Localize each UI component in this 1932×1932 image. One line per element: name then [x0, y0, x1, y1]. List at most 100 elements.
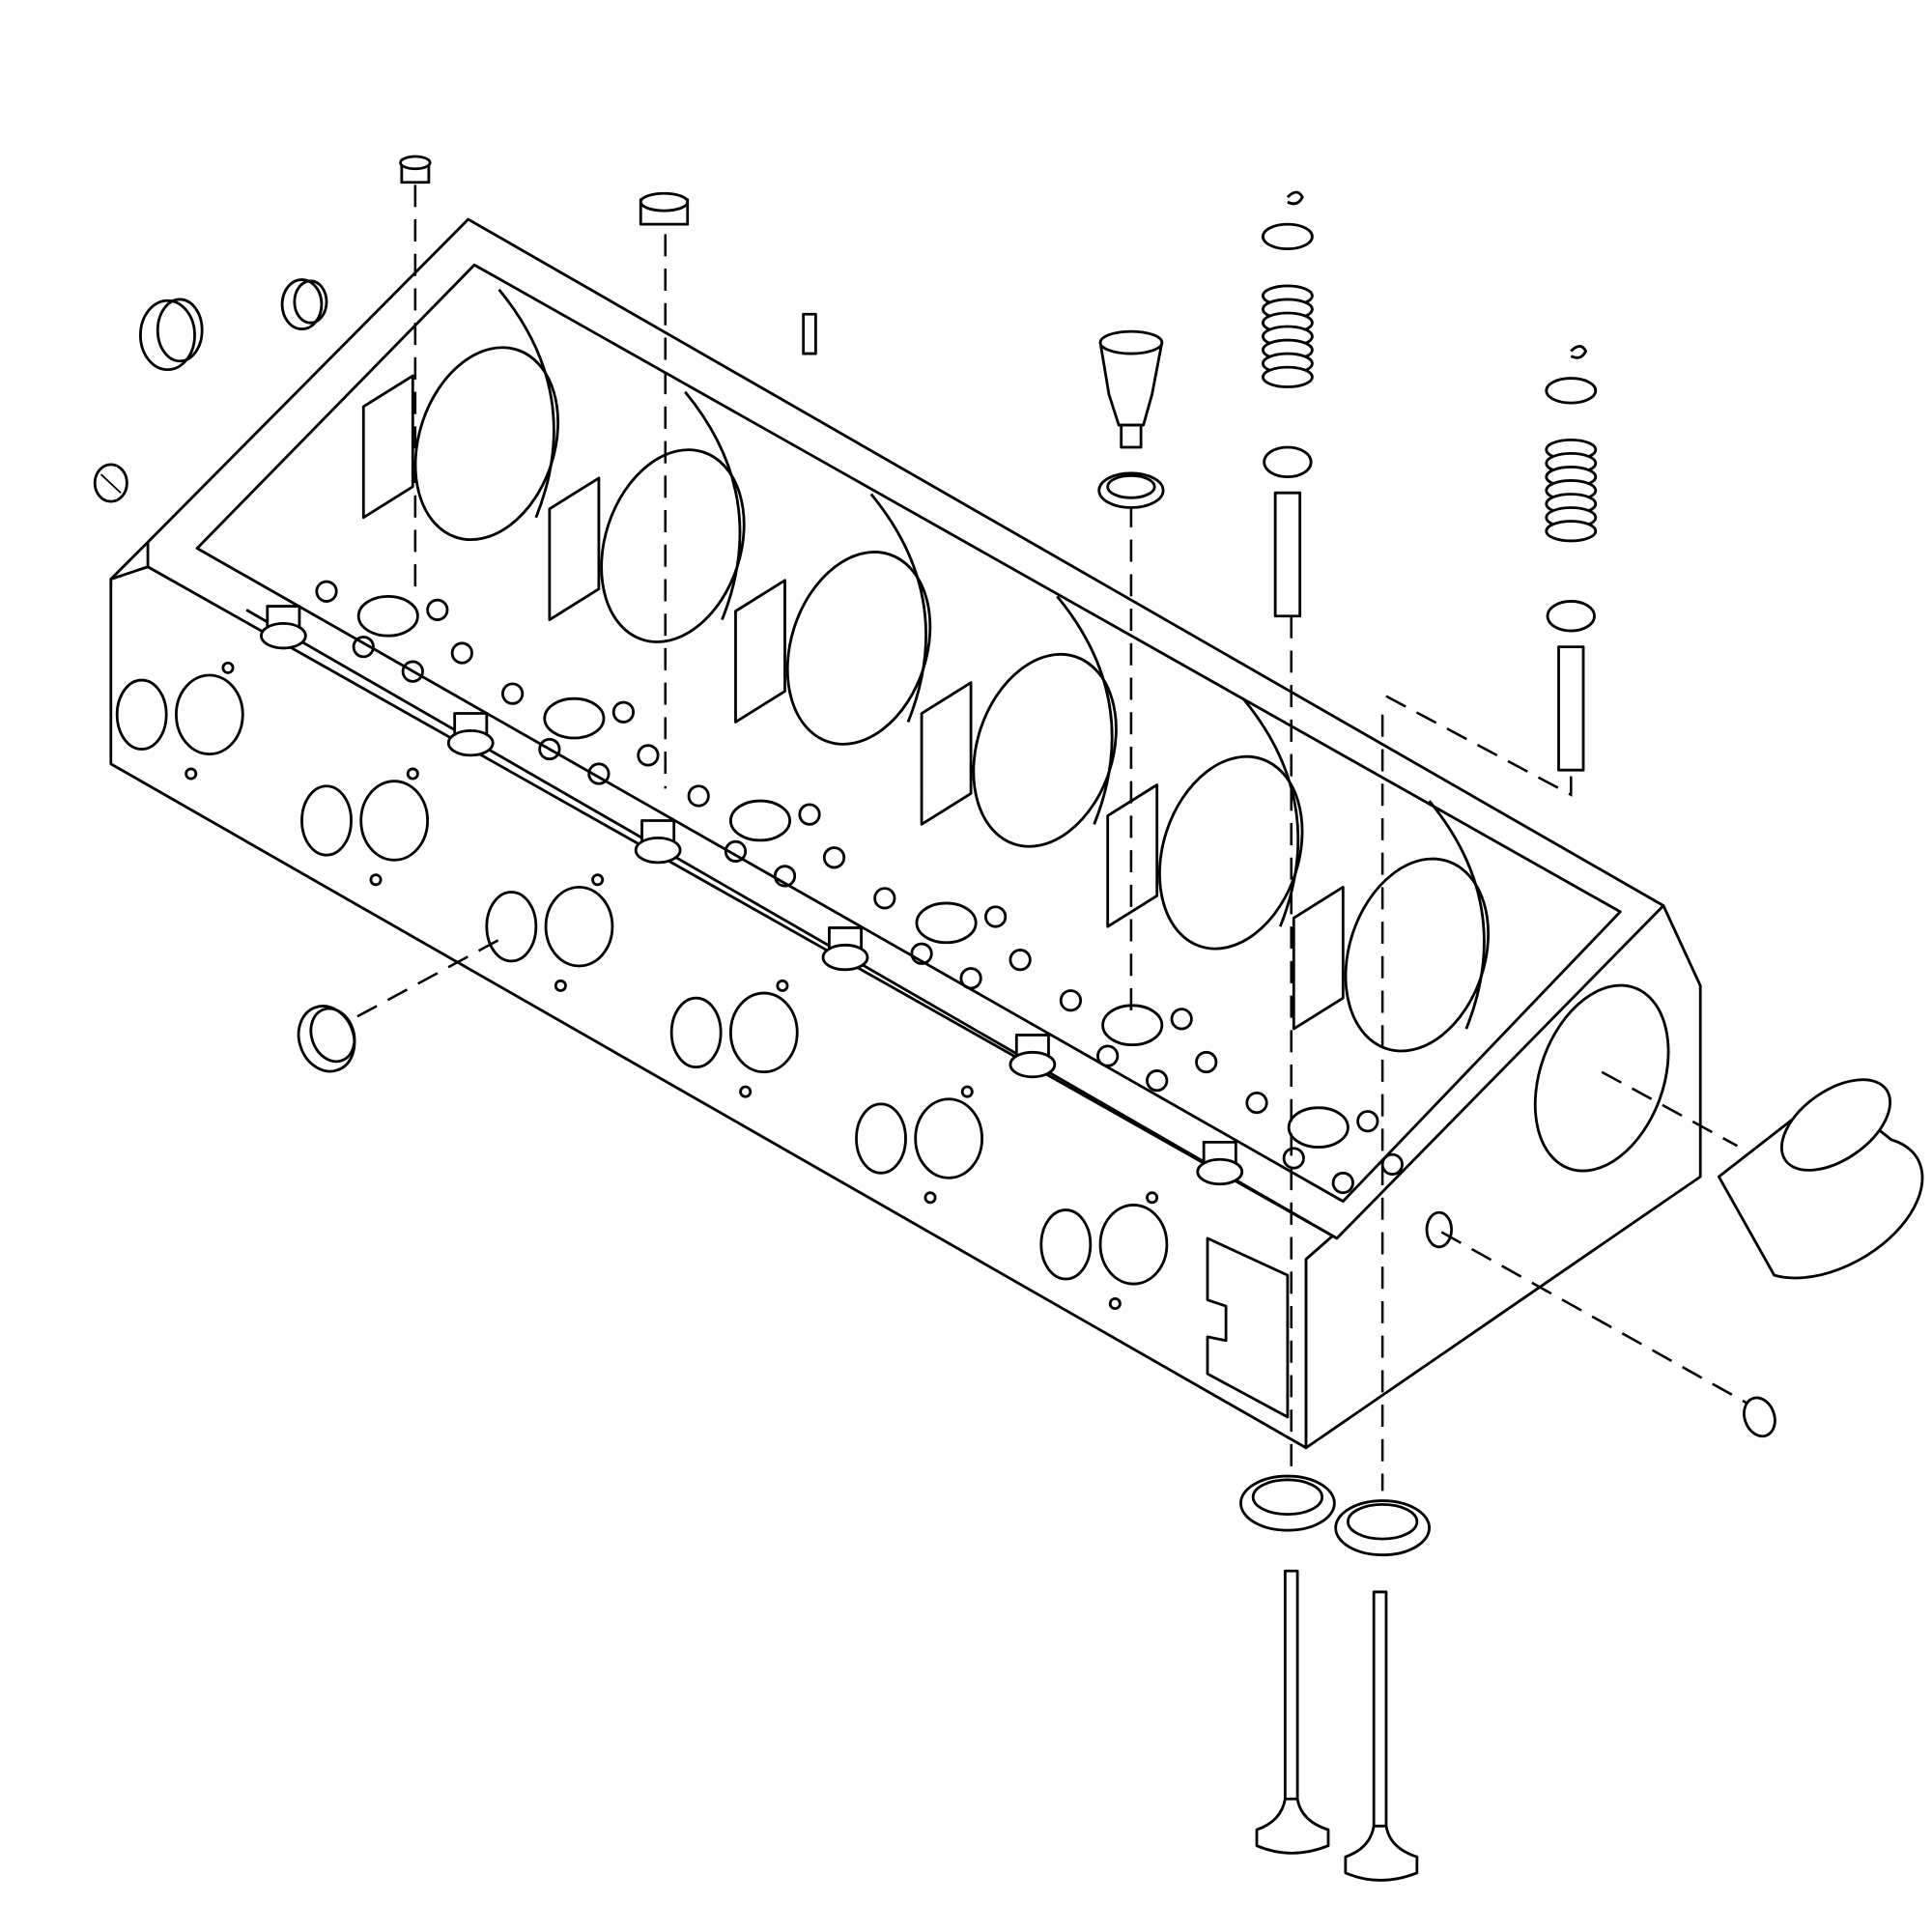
bolt-hole	[1282, 1147, 1305, 1170]
bolt-hole	[1356, 1110, 1379, 1133]
face-port	[669, 996, 723, 1068]
bolt-hole	[773, 865, 797, 888]
cylinder-head-block	[109, 217, 1702, 1450]
injector-sleeve	[1098, 329, 1164, 449]
injector-bore	[1287, 1106, 1350, 1149]
end-face-port	[1425, 1210, 1453, 1249]
bolt-hole	[501, 682, 525, 705]
bolt-hole	[315, 580, 338, 603]
face-bolt-hole	[776, 979, 789, 992]
valve-rotator	[1263, 445, 1313, 479]
bolt-hole	[873, 887, 896, 910]
bore-rib	[869, 493, 927, 723]
face-bolt-hole	[739, 1085, 753, 1098]
dowel-pin	[802, 312, 817, 355]
plug-cup	[280, 278, 328, 330]
bolt-hole	[1195, 1050, 1218, 1074]
face-port	[485, 891, 538, 963]
block-ledge-line	[245, 609, 1338, 1240]
valve-seat-ring	[1239, 1474, 1336, 1532]
guide-line	[1440, 1231, 1750, 1406]
bore-rib	[1428, 800, 1486, 1030]
plug-cup	[139, 298, 204, 372]
face-bolt-hole	[591, 873, 605, 887]
face-port	[1098, 1204, 1169, 1286]
water-jacket-cover	[1206, 1236, 1290, 1419]
exhaust-valve	[1255, 1569, 1330, 1855]
bolt-hole	[798, 803, 821, 826]
spring-coil	[1261, 365, 1314, 388]
cylinder-bay	[687, 493, 932, 888]
boss-hole	[1196, 1157, 1244, 1186]
bolt-hole	[637, 744, 660, 767]
bolt-hole	[352, 636, 375, 659]
rocker-pedestal	[920, 681, 973, 826]
valve-rotator	[1546, 600, 1596, 633]
rocker-pedestal	[548, 476, 601, 621]
face-bolt-hole	[221, 661, 235, 674]
bolt-hole	[1059, 989, 1083, 1012]
valve-keeper	[1570, 345, 1587, 359]
boss-hole	[634, 836, 682, 865]
bolt-hole	[1096, 1044, 1120, 1067]
face-bolt-hole	[369, 873, 383, 887]
boss-hole	[446, 728, 495, 757]
bore-rib	[1056, 595, 1114, 825]
face-port	[544, 885, 614, 968]
face-port	[359, 780, 430, 862]
guide-line	[1385, 695, 1573, 797]
bolt-hole	[910, 942, 933, 965]
boss-hole	[260, 622, 307, 650]
bolt-hole	[1245, 1091, 1268, 1115]
exploded-parts	[93, 155, 1924, 1882]
bolt-hole	[1146, 1069, 1169, 1093]
bolt-hole	[1170, 1008, 1193, 1031]
spring-coil	[1545, 520, 1598, 543]
bolt-hole	[724, 839, 748, 863]
small-sleeve	[399, 155, 432, 185]
bolt-hole	[687, 784, 710, 808]
spring-retainer	[1545, 377, 1598, 405]
boss-hole	[821, 943, 869, 972]
cylinder-bay	[873, 595, 1118, 990]
end-face-bore	[1533, 983, 1670, 1173]
injector-bore	[915, 901, 978, 945]
valve-keeper	[1286, 190, 1304, 206]
o-ring	[1097, 471, 1165, 509]
face-bolt-hole	[185, 767, 198, 781]
face-port	[300, 784, 353, 857]
bolt-hole	[984, 905, 1008, 928]
intake-valve	[1344, 1590, 1419, 1882]
rocker-pedestal	[361, 374, 414, 520]
bolt-hole	[1009, 949, 1032, 972]
head-bolt-boss	[1009, 1034, 1057, 1079]
face-port	[174, 673, 244, 756]
cylinder-bay	[501, 390, 746, 785]
face-bolt-hole	[923, 1191, 937, 1205]
valve-guide	[1557, 645, 1585, 772]
face-bolt-hole	[1108, 1296, 1122, 1310]
face-port	[855, 1102, 907, 1175]
threaded-plug	[93, 463, 128, 503]
injector-bore	[543, 696, 606, 740]
bolt-hole	[1331, 1171, 1354, 1195]
bolt-hole	[450, 641, 473, 665]
bolt-hole	[426, 598, 449, 621]
injector-bore	[728, 799, 792, 842]
small-plug	[1743, 1396, 1776, 1438]
valve-spring-assembly	[1261, 190, 1314, 618]
rocker-pedestal	[734, 579, 786, 724]
face-bolt-hole	[554, 979, 567, 992]
head-bolt-boss	[821, 926, 869, 972]
face-port	[115, 678, 168, 751]
face-bolt-hole	[960, 1085, 974, 1098]
rocker-pedestal	[1292, 885, 1345, 1031]
face-bolt-hole	[406, 767, 419, 781]
face-port	[1039, 1208, 1093, 1281]
guide-line	[1601, 1070, 1739, 1148]
guide-line	[356, 935, 506, 1018]
o-ring	[297, 1005, 356, 1073]
valve-spring-assembly	[1545, 345, 1598, 772]
end-cup-plug	[1717, 1078, 1924, 1280]
